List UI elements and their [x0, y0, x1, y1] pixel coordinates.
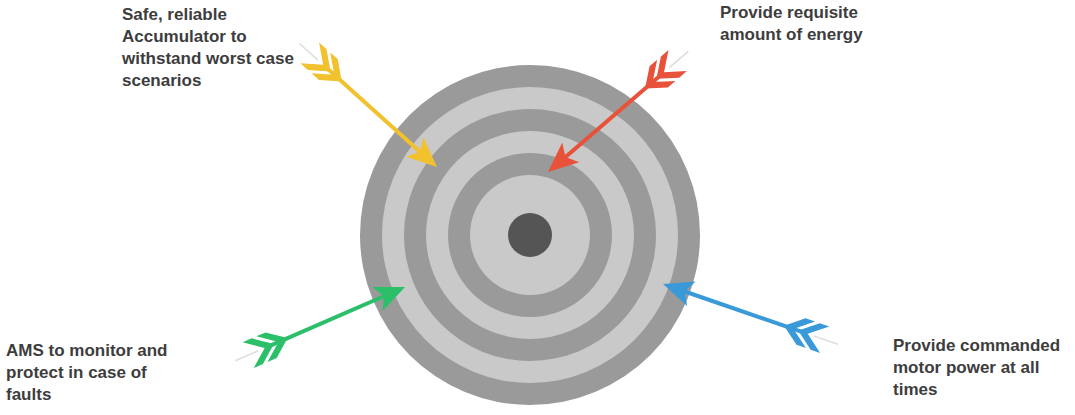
green-arrow — [230, 274, 411, 373]
yellow-arrow — [290, 33, 446, 177]
target — [360, 65, 700, 405]
arrow-label: Safe, reliable Accumulator to withstand … — [122, 4, 312, 92]
arrow-label: Provide requisite amount of energy — [720, 2, 910, 46]
arrow-label: AMS to monitor and protect in case of fa… — [6, 340, 181, 406]
blue-arrow — [658, 271, 842, 358]
red-arrow — [539, 41, 698, 183]
arrow-label: Provide commanded motor power at all tim… — [893, 335, 1071, 401]
